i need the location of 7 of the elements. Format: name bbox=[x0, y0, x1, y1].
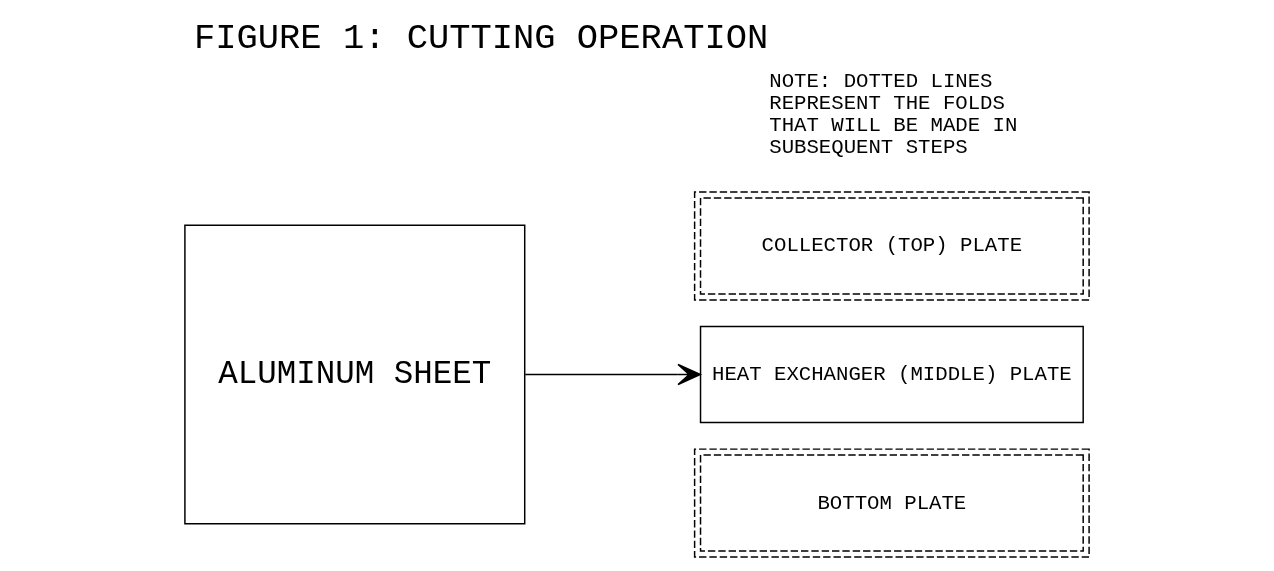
node-box: ALUMINUM SHEET bbox=[184, 224, 526, 525]
node-box: COLLECTOR (TOP) PLATE bbox=[693, 191, 1090, 301]
diagram-title: FIGURE 1: CUTTING OPERATION bbox=[194, 18, 769, 60]
label: NOTE: DOTTED LINES REPRESENT THE FOLDS THAT WILL BE MADE IN SUBSEQUENT STEPS bbox=[769, 69, 1018, 160]
node-box: BOTTOM PLATE bbox=[693, 448, 1090, 558]
node-box: HEAT EXCHANGER (MIDDLE) PLATE bbox=[699, 325, 1084, 424]
arrow bbox=[524, 363, 701, 386]
